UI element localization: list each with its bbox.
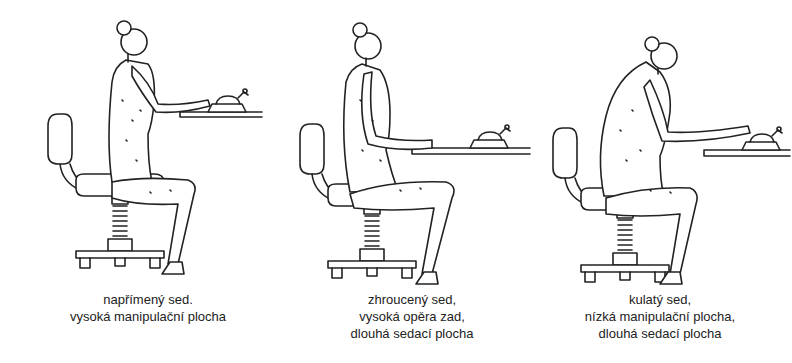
caption-text: dlouhá sedací plocha xyxy=(599,326,722,342)
caption-text: napřímený sed. xyxy=(103,292,193,308)
caption-text: vysoká manipulační plocha xyxy=(70,309,226,325)
caption-text: zhroucený sed, xyxy=(368,292,456,308)
caption-text: vysoká opěra zad, xyxy=(359,309,465,325)
caption-text: nízká manipulační plocha, xyxy=(585,309,735,325)
caption-text: dlouhá sedací plocha xyxy=(351,326,474,342)
caption-text: kulatý sed, xyxy=(629,292,691,308)
